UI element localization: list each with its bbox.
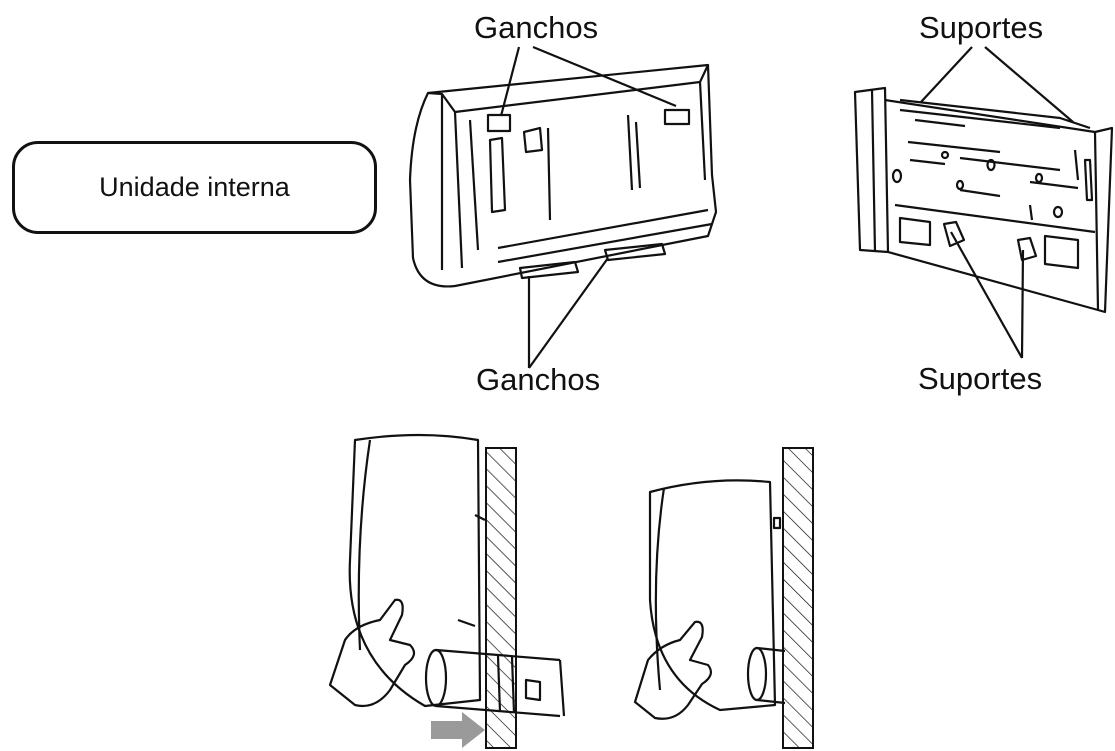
supports-top-leaders (920, 46, 1074, 123)
wall-section-2 (782, 447, 814, 749)
hanging-step-1-illustration (328, 433, 566, 718)
hooks-bottom-leaders (527, 257, 609, 369)
wall-section-1 (485, 447, 517, 749)
mounting-plate-illustration (853, 86, 1114, 314)
supports-bottom-leaders (950, 231, 1025, 359)
unit-label-box: Unidade interna (12, 141, 377, 234)
hanging-step-2-illustration (633, 479, 786, 720)
arrow-right-icon (431, 712, 485, 748)
indoor-unit-back-illustration (408, 63, 718, 288)
hooks-bottom-label: Ganchos (476, 362, 601, 397)
unit-label: Unidade interna (99, 172, 290, 202)
supports-bottom-label: Suportes (918, 361, 1043, 396)
hooks-top-label: Ganchos (474, 10, 599, 45)
supports-top-label: Suportes (919, 10, 1044, 45)
hooks-top-leaders (499, 45, 677, 117)
